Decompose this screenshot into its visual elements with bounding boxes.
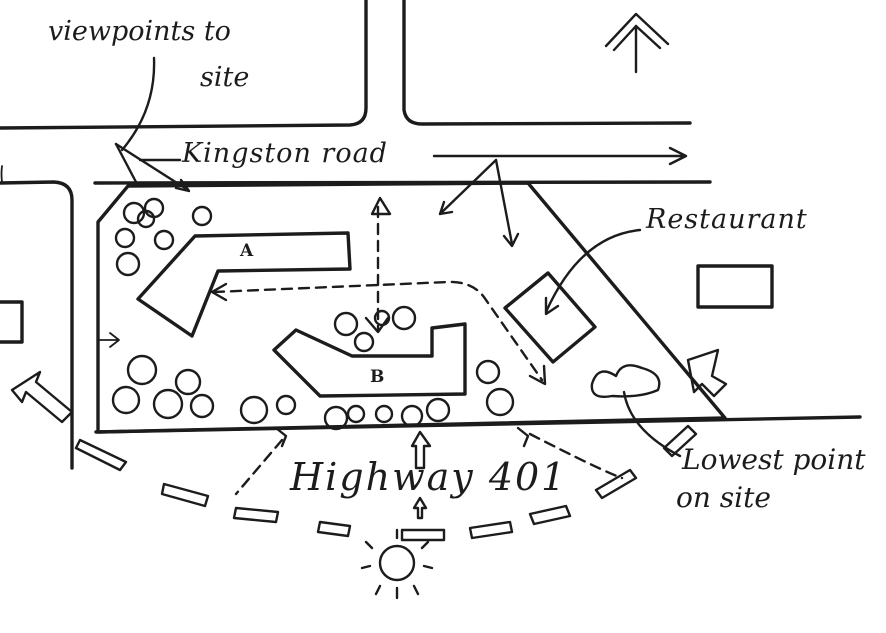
noise-lines [234,432,624,496]
viewpoints-label: viewpoints to [48,16,231,47]
building-b-label: B [370,367,385,387]
north-arrow-icon [604,12,670,74]
viewpoints-label-line2: site [200,62,250,93]
left-edge-building [0,300,24,344]
access-arrows [10,348,728,520]
viewpoint-arrows [114,56,688,316]
highway-label: Highway 401 [290,455,568,499]
trees [111,197,515,431]
restaurant-label: Restaurant [646,204,808,235]
lowest-point-leader [622,390,682,458]
building-a-outline [136,231,352,338]
site-circulation [99,196,547,386]
lowest-point-label: Lowest point [682,443,866,476]
neighbour-building [696,264,774,309]
sun-path-dashes [74,424,698,542]
lowest-point-label-line2: on site [676,481,771,514]
sun-icon [360,528,434,600]
building-a-label: A [240,241,254,261]
road-label: Kingston road [182,138,388,169]
restaurant-outline [503,271,597,364]
lowest-point-pond [590,364,661,398]
building-b-outline [272,322,467,398]
